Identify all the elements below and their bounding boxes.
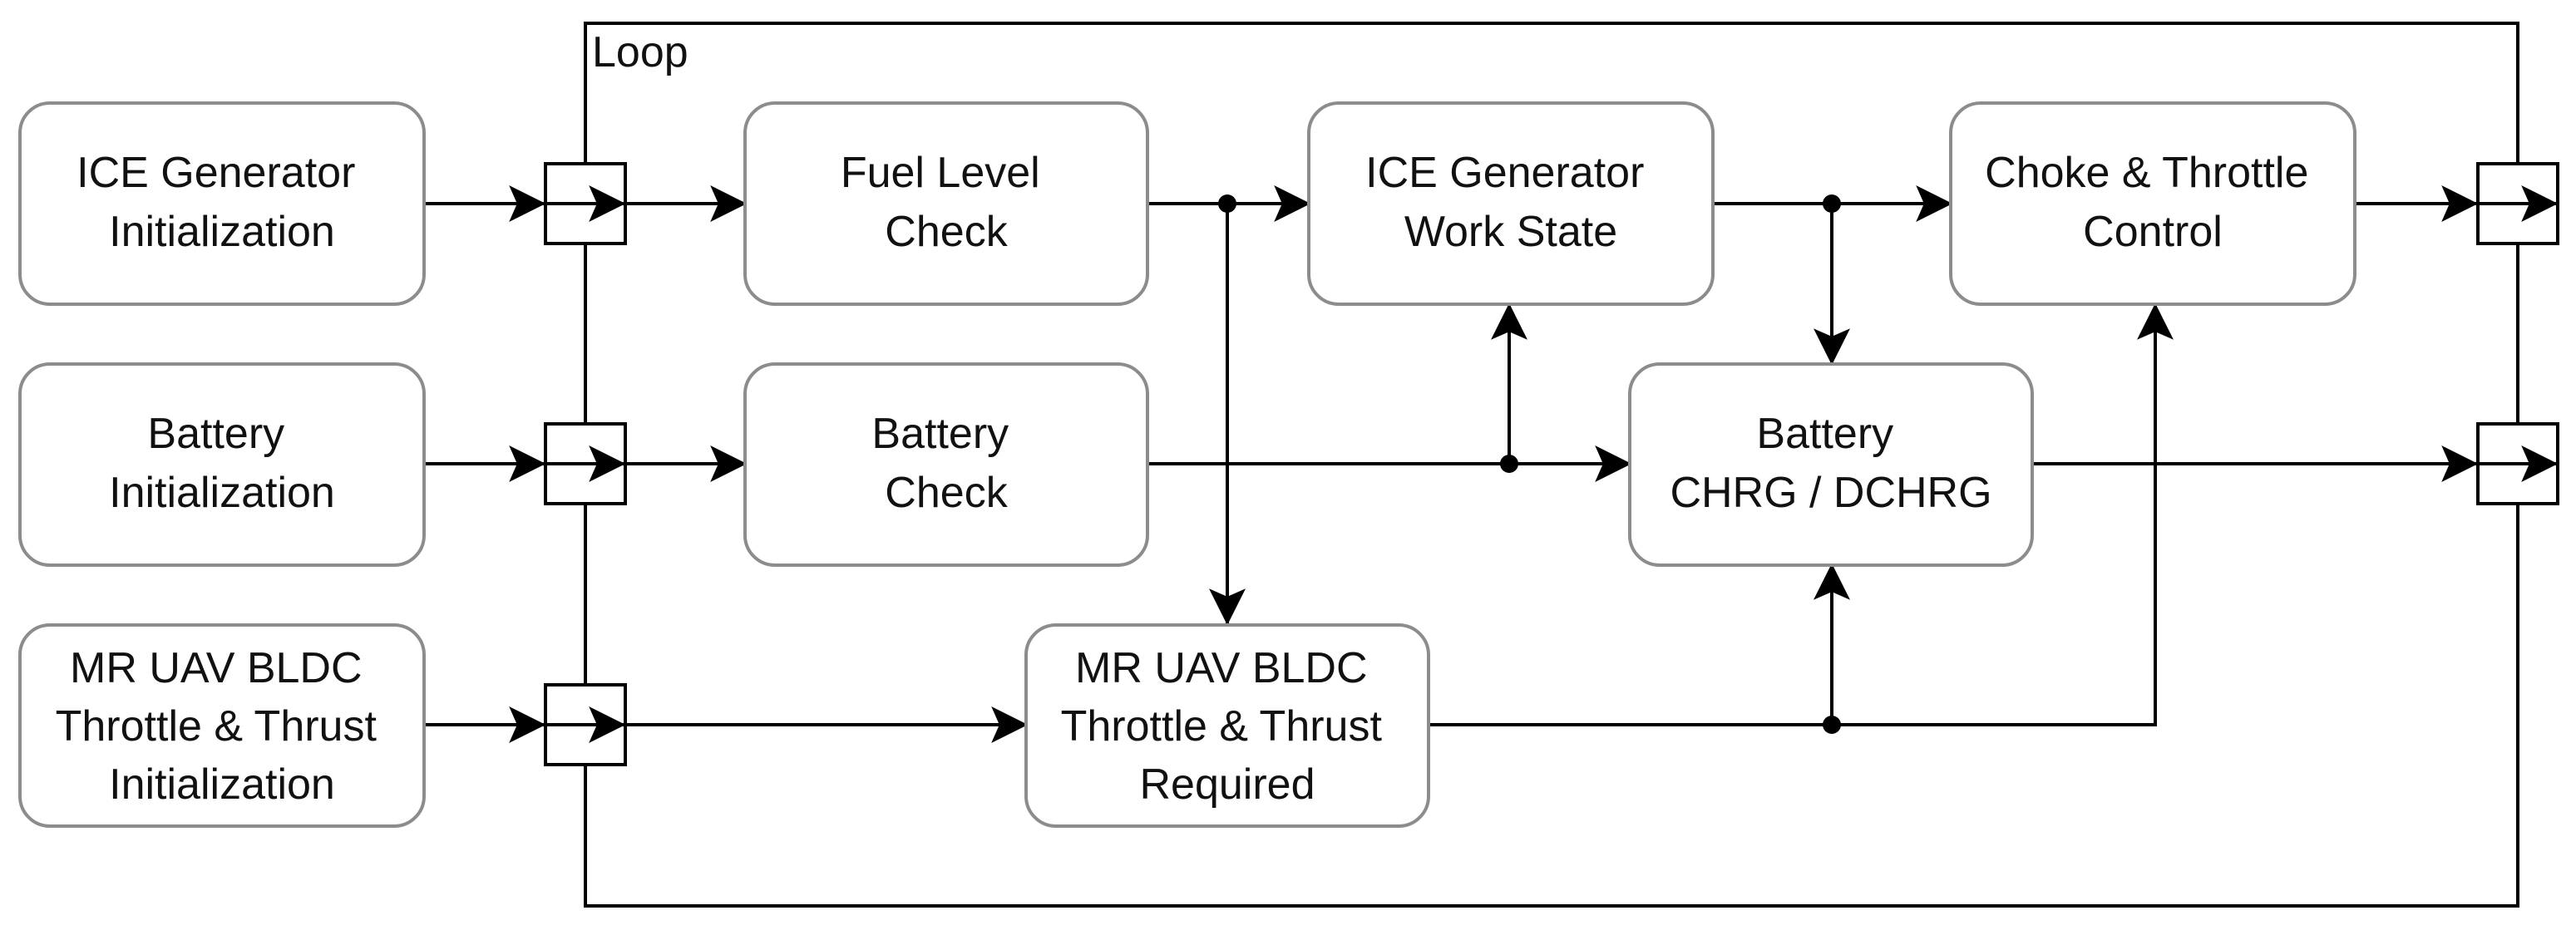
node-label-line: Battery [871,410,1009,458]
node-battery-chrg-dchrg: Battery CHRG / DCHRG [1628,362,2034,567]
node-label-line: Initialization [109,760,335,809]
node-label-line: Required [1139,760,1315,809]
svg-text:Battery Check: Battery Check [871,410,1020,517]
junction-dot [1823,194,1841,213]
svg-text:Fuel Level Check: Fuel Level Check [841,149,1052,256]
svg-text:MR UAV BLDC Throttle &: MR UAV BLDC Throttle & Thrust Initializa… [56,644,389,809]
node-battery-check: Battery Check [743,362,1149,567]
node-label-line: Work State [1404,208,1617,256]
node-fuel-level-check: Fuel Level Check [743,101,1149,306]
node-label-line: MR UAV BLDC [70,644,363,692]
ports [544,162,2559,766]
node-label-line: Fuel Level [841,149,1040,197]
node-label-line: ICE Generator [1365,149,1644,197]
junctions [1218,194,1841,734]
process-nodes: ICE Generator Initialization Battery Ini… [18,101,2356,828]
node-label-line: Battery [147,410,284,458]
svg-text:ICE Generator Initiali: ICE Generator Initialization [76,149,368,256]
node-label-line: Choke & Throttle [1985,149,2308,197]
svg-text:MR UAV BLDC Throttle &: MR UAV BLDC Throttle & Thrust Required [1061,644,1394,809]
node-bldc-throttle-thrust-required: MR UAV BLDC Throttle & Thrust Required [1024,623,1430,828]
node-label-line: Initialization [109,469,335,517]
arrow-bldc-required-to-choke [1429,303,2174,726]
svg-text:Choke & Throttle Contr: Choke & Throttle Control [1985,149,2321,256]
node-label-line: CHRG / DCHRG [1670,469,1991,517]
node-label-line: Check [885,208,1008,256]
node-label-line: Initialization [109,208,335,256]
node-label-line: Throttle & Thrust [56,702,378,750]
node-choke-throttle-control: Choke & Throttle Control [1949,101,2356,306]
node-battery-initialization: Battery Initialization [18,362,426,567]
node-label-line: Check [885,469,1008,517]
junction-dot [1500,455,1518,473]
connections [426,185,2479,743]
svg-text:Battery Initialization: Battery Initialization [109,410,335,517]
node-label-line: Control [2083,208,2223,256]
node-label-line: MR UAV BLDC [1075,644,1368,692]
node-bldc-initialization: MR UAV BLDC Throttle & Thrust Initializa… [18,623,426,828]
node-label-line: Battery [1756,410,1893,458]
loop-label: Loop [592,28,688,76]
svg-text:ICE Generator Work Sta: ICE Generator Work State [1365,149,1656,256]
node-ice-generator-initialization: ICE Generator Initialization [18,101,426,306]
node-ice-generator-work-state: ICE Generator Work State [1307,101,1715,306]
svg-text:Battery CHRG / DCHRG: Battery CHRG / DCHRG [1670,410,1991,517]
junction-dot [1823,716,1841,734]
node-label-line: ICE Generator [76,149,355,197]
node-label-line: Throttle & Thrust [1061,702,1383,750]
junction-dot [1218,194,1236,213]
